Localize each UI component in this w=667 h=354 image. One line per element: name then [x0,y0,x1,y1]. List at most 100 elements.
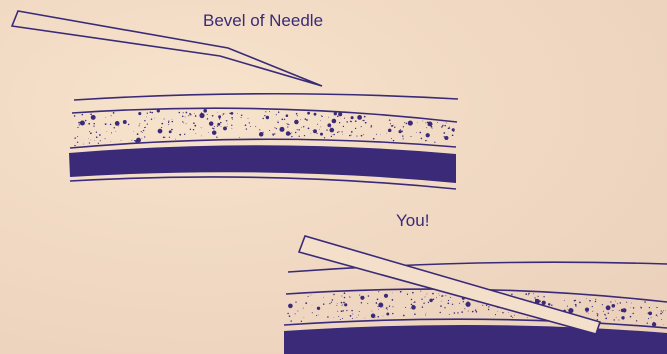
speckle [316,315,317,316]
speckle [105,117,106,118]
speckle [290,133,291,134]
speckle [168,122,169,123]
speckle [422,121,423,122]
speckle [443,132,445,134]
speckle [94,140,95,141]
speckle [88,138,89,139]
speckle [260,133,261,134]
speckle [426,140,427,141]
speckle [361,126,362,127]
speckle [193,122,195,124]
speckle [297,129,298,130]
speckle [426,133,430,137]
speckle [439,295,440,296]
speckle [403,315,405,317]
speckle [661,310,662,311]
speckle [231,125,232,126]
speckle [391,126,392,127]
speckle [466,302,471,307]
skin-cross-section-top [69,94,458,189]
speckle [323,297,324,298]
speckle [248,118,249,119]
speckle [327,316,329,318]
speckle [436,297,437,298]
speckle [98,143,99,144]
speckle [344,297,346,299]
speckle [597,315,598,316]
speckle [510,315,511,316]
speckle [378,291,379,292]
speckle [661,319,662,320]
speckle [337,311,338,312]
speckle [269,111,270,112]
speckle [351,310,353,312]
speckle [241,114,243,116]
speckle [151,118,152,119]
speckle [189,113,191,115]
speckle [359,295,360,296]
speckle [128,124,129,125]
speckle [606,305,611,310]
speckle [444,125,446,127]
speckle [468,311,469,312]
speckle [311,295,312,296]
speckle [633,307,635,309]
speckle [400,291,402,293]
speckle [383,307,384,308]
speckle [295,301,296,302]
speckle [438,294,439,295]
speckle [265,111,266,112]
speckle [319,129,320,130]
speckle [454,312,456,314]
speckle [605,318,607,320]
speckle [306,119,308,121]
speckle [400,129,401,130]
speckle [111,132,112,133]
speckle [246,128,247,129]
speckle [361,135,363,137]
speckle [212,115,214,117]
speckle [351,131,353,133]
speckle [91,115,96,120]
speckle [231,117,233,119]
speckle [147,112,148,113]
speckle [475,309,477,311]
speckle [163,136,165,138]
speckle [290,320,291,321]
speckle [212,128,213,129]
speckle [303,308,304,309]
speckle [90,113,92,115]
speckle [648,318,649,319]
speckle [220,122,221,123]
speckle [250,126,251,127]
speckle [441,301,442,302]
speckle [343,126,344,127]
speckle [227,124,228,125]
speckle [445,295,446,296]
speckle [425,296,426,297]
speckle [422,306,423,307]
speckle [630,307,631,308]
speckle [139,125,140,126]
speckle [144,120,145,121]
speckle [449,314,450,315]
speckle [164,119,165,120]
speckle [147,124,148,125]
speckle [365,122,367,124]
speckle [363,134,364,135]
speckle [114,127,115,128]
speckle [164,137,165,138]
speckle [89,131,90,132]
speckle [393,125,394,126]
speckle [299,136,300,137]
speckle [378,306,379,307]
speckle [476,311,478,313]
speckle [472,311,474,313]
speckle [317,307,320,310]
speckle [632,313,633,314]
speckle [168,121,169,122]
speckle [179,134,181,136]
speckle [186,112,188,114]
speckle [647,323,648,324]
